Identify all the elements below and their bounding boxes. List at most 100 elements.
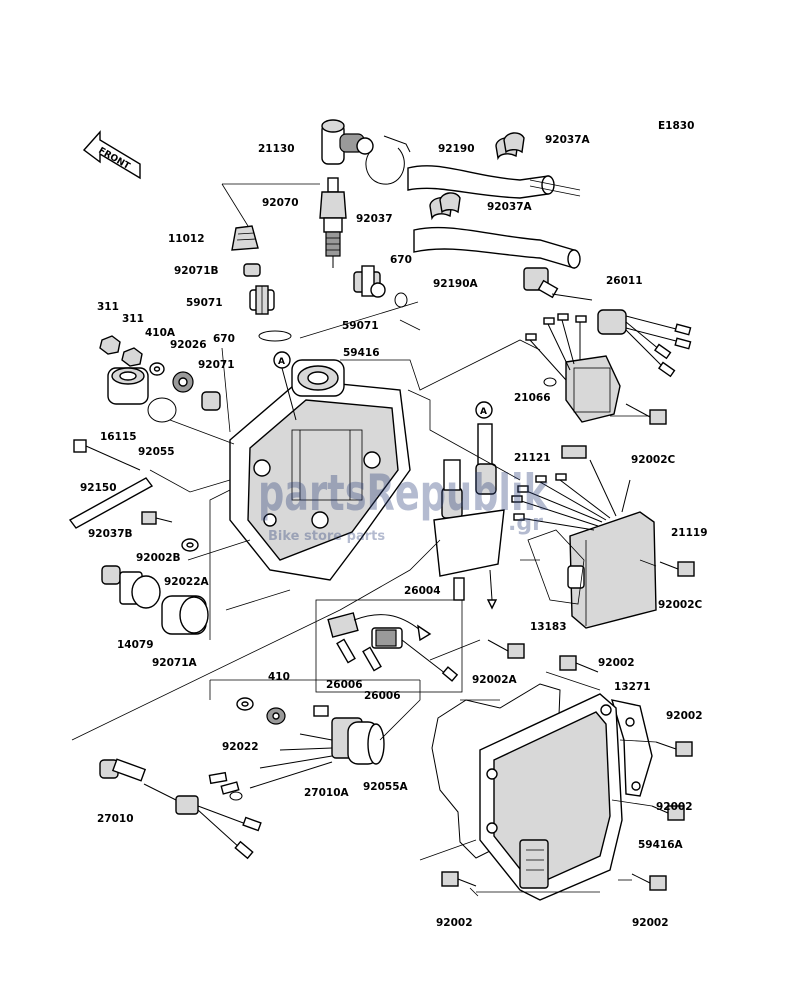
washer-92022 bbox=[236, 697, 254, 711]
label-26006-b: 26006 bbox=[364, 690, 401, 702]
label-59071-right: 59071 bbox=[342, 320, 379, 332]
clip-92037A-top bbox=[495, 132, 525, 161]
label-26004: 26004 bbox=[404, 585, 441, 597]
label-26011: 26011 bbox=[606, 275, 643, 287]
label-92037: 92037 bbox=[356, 213, 393, 225]
nut-311-b bbox=[121, 347, 143, 367]
plug-92071 bbox=[201, 391, 221, 411]
label-92070: 92070 bbox=[262, 197, 299, 209]
oring-670-left bbox=[258, 330, 292, 342]
label-92190A: 92190A bbox=[433, 278, 479, 290]
grommet-92026 bbox=[172, 371, 194, 393]
bracket-13183 bbox=[527, 529, 585, 605]
housing-59416 bbox=[229, 359, 411, 581]
fitting-92071B bbox=[243, 263, 261, 277]
bolt-92002-bottom-right bbox=[631, 873, 667, 891]
label-311-a: 311 bbox=[97, 301, 119, 313]
label-92055A: 92055A bbox=[363, 781, 409, 793]
label-92002-right-1: 92002 bbox=[666, 710, 703, 722]
label-92002-top: 92002 bbox=[598, 657, 635, 669]
band-92037B bbox=[68, 477, 154, 529]
plug-26011-right bbox=[597, 309, 692, 378]
cdi-box-21119 bbox=[511, 445, 657, 629]
washer-410 bbox=[266, 707, 286, 725]
label-670-right: 670 bbox=[390, 254, 412, 266]
label-92002C-top: 92002C bbox=[631, 454, 676, 466]
regulator-21066 bbox=[525, 313, 621, 423]
label-27010: 27010 bbox=[97, 813, 134, 825]
switch-27010A bbox=[208, 705, 385, 801]
sensor-14079 bbox=[101, 565, 161, 609]
bolt-92002B bbox=[141, 511, 173, 525]
nipple-59071-right bbox=[353, 265, 386, 298]
sensor-27010 bbox=[99, 758, 262, 860]
svg-text:partsRepublik: partsRepublik bbox=[258, 464, 549, 522]
label-59416A: 59416A bbox=[638, 839, 684, 851]
label-410A: 410A bbox=[145, 327, 176, 339]
label-16115: 16115 bbox=[100, 431, 137, 443]
clip-92037A-mid bbox=[429, 192, 461, 221]
bolt-92002-right-1 bbox=[655, 741, 693, 757]
connector-26011 bbox=[523, 267, 593, 301]
nipple-59071-left bbox=[249, 285, 275, 315]
label-92002-right-2: 92002 bbox=[656, 801, 693, 813]
label-13183: 13183 bbox=[530, 621, 567, 633]
label-92190: 92190 bbox=[438, 143, 475, 155]
coil-21121 bbox=[433, 423, 505, 610]
bolt-92002C-bottom bbox=[659, 561, 695, 577]
nut-311-a bbox=[99, 335, 121, 355]
label-59416: 59416 bbox=[343, 347, 380, 359]
cap-16115 bbox=[107, 367, 149, 405]
label-92150: 92150 bbox=[80, 482, 117, 494]
label-92037B: 92037B bbox=[88, 528, 133, 540]
leader-lines bbox=[71, 179, 657, 897]
spark-plug bbox=[319, 177, 347, 268]
label-92022A: 92022A bbox=[164, 576, 210, 588]
watermark: partsRepublik Bike store parts .gr bbox=[258, 464, 549, 544]
label-11012: 11012 bbox=[168, 233, 205, 245]
label-92071A: 92071A bbox=[152, 657, 198, 669]
svg-text:A: A bbox=[278, 357, 285, 367]
label-13271: 13271 bbox=[614, 681, 651, 693]
hose-clamp bbox=[365, 135, 411, 185]
hose-92190A bbox=[413, 226, 581, 269]
bolt-92002-bottom-left bbox=[441, 871, 477, 887]
label-92071B: 92071B bbox=[174, 265, 219, 277]
label-26006-a: 26006 bbox=[326, 679, 363, 691]
svg-text:Bike store parts: Bike store parts bbox=[268, 529, 385, 544]
label-92002B: 92002B bbox=[136, 552, 181, 564]
diagram-code: E1830 bbox=[658, 120, 694, 132]
bolt-92150 bbox=[73, 439, 141, 471]
hose-92190 bbox=[407, 165, 555, 199]
plug-kit-26004 bbox=[315, 599, 463, 693]
label-59071-left: 59071 bbox=[186, 297, 223, 309]
label-92022: 92022 bbox=[222, 741, 259, 753]
label-670-left: 670 bbox=[213, 333, 235, 345]
bracket-13271 bbox=[610, 699, 653, 797]
label-92037A-top: 92037A bbox=[545, 134, 591, 146]
bolt-92002-right-2 bbox=[651, 805, 685, 821]
cover-59416A bbox=[479, 693, 623, 901]
bolt-92002C-top bbox=[625, 403, 667, 425]
label-92002-bottom-left: 92002 bbox=[436, 917, 473, 929]
part-labels: 21130 92070 11012 92071B 59071 670 311 3… bbox=[80, 134, 708, 929]
oring-92055 bbox=[147, 397, 177, 423]
oring-670-right bbox=[394, 292, 408, 308]
bolt-92002A bbox=[487, 639, 525, 659]
callout-a-right: A bbox=[475, 401, 493, 419]
label-14079: 14079 bbox=[117, 639, 154, 651]
label-92055: 92055 bbox=[138, 446, 175, 458]
label-92037A-mid: 92037A bbox=[487, 201, 533, 213]
label-21119: 21119 bbox=[671, 527, 708, 539]
label-21066: 21066 bbox=[514, 392, 551, 404]
label-311-b: 311 bbox=[122, 313, 144, 325]
label-92002C-bottom: 92002C bbox=[658, 599, 703, 611]
plug-boot bbox=[231, 225, 259, 251]
label-27010A: 27010A bbox=[304, 787, 350, 799]
label-21130: 21130 bbox=[258, 143, 295, 155]
bolt-92002-top bbox=[559, 655, 599, 673]
label-92071: 92071 bbox=[198, 359, 235, 371]
svg-text:.gr: .gr bbox=[508, 511, 543, 536]
label-92026: 92026 bbox=[170, 339, 207, 351]
